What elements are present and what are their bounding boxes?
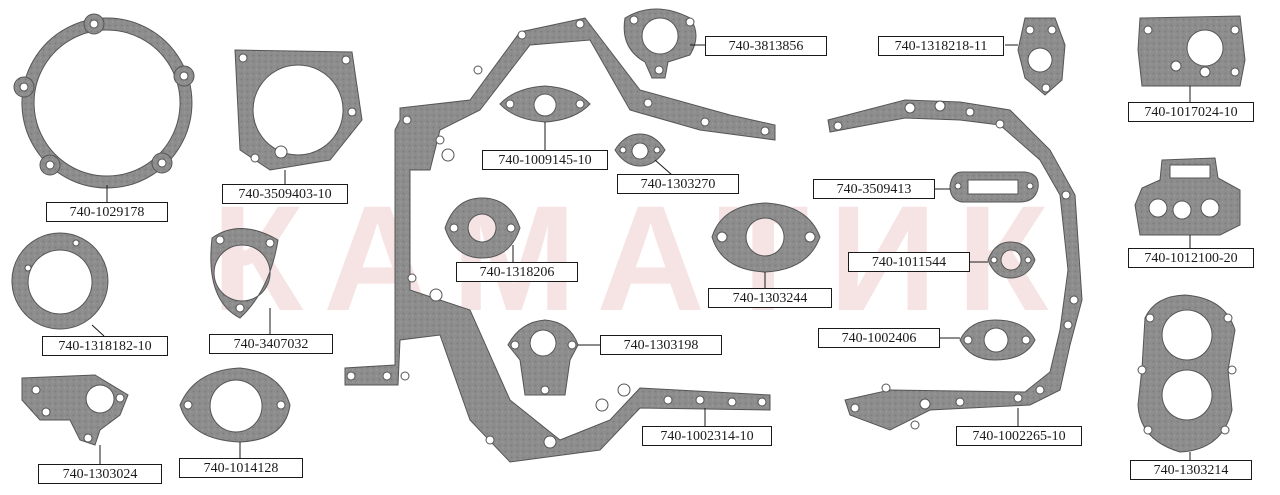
label-1303024: 740-1303024 xyxy=(38,464,162,484)
gasket-1002265 xyxy=(827,99,1083,431)
gasket-1014128 xyxy=(179,367,291,443)
label-3813856: 740-3813856 xyxy=(705,36,827,56)
label-1002314: 740-1002314-10 xyxy=(642,426,772,446)
label-1303198: 740-1303198 xyxy=(600,335,722,355)
label-1318182: 740-1318182-10 xyxy=(42,336,168,356)
gasket-1011544 xyxy=(987,241,1036,279)
bolt-holes xyxy=(19,15,1240,449)
label-3509403: 740-3509403-10 xyxy=(222,184,348,204)
label-1009145: 740-1009145-10 xyxy=(482,150,608,170)
label-3407032: 740-3407032 xyxy=(209,334,333,354)
label-1017024: 740-1017024-10 xyxy=(1128,102,1254,122)
gasket-1303198 xyxy=(507,319,579,396)
gasket-1303270 xyxy=(614,133,666,167)
label-1303244: 740-1303244 xyxy=(708,288,832,308)
gasket-1303024 xyxy=(21,374,129,446)
gasket-1002406 xyxy=(959,319,1036,361)
gasket-1017024 xyxy=(1137,15,1246,87)
label-1029178: 740-1029178 xyxy=(46,202,168,222)
gasket-1303214 xyxy=(1137,294,1236,453)
gasket-1012100 xyxy=(1134,157,1241,236)
label-1318218: 740-1318218-11 xyxy=(878,36,1004,56)
gasket-3509413 xyxy=(949,171,1039,203)
gasket-3813856 xyxy=(623,8,697,79)
gasket-1303244 xyxy=(711,202,821,273)
gasket-1318206 xyxy=(444,197,521,259)
gasket-1318218 xyxy=(1017,17,1066,96)
label-3509413: 740-3509413 xyxy=(813,179,935,199)
gasket-3509403 xyxy=(234,49,363,171)
gasket-3407032 xyxy=(210,228,279,319)
label-1014128: 740-1014128 xyxy=(179,458,303,478)
label-1002265: 740-1002265-10 xyxy=(956,426,1082,446)
label-1002406: 740-1002406 xyxy=(818,328,940,348)
gasket-1002314 xyxy=(344,17,776,463)
gasket-1009145 xyxy=(499,85,591,123)
gasket-1318182 xyxy=(11,232,109,330)
label-1011544: 740-1011544 xyxy=(848,252,970,272)
label-1318206: 740-1318206 xyxy=(456,262,578,282)
label-1303214: 740-1303214 xyxy=(1130,460,1252,480)
label-1012100: 740-1012100-20 xyxy=(1128,248,1254,268)
gasket-1029178 xyxy=(13,13,195,189)
label-1303270: 740-1303270 xyxy=(617,174,739,194)
